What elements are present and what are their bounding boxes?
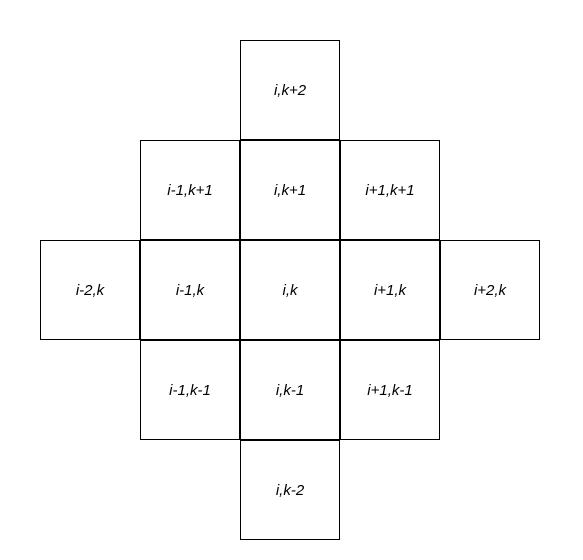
cell-label: i-1,k <box>175 281 205 299</box>
cell-label: i,k-2 <box>275 481 305 499</box>
cell-iminus2-k: i-2,k <box>40 240 140 340</box>
cell-label: i+1,k-1 <box>367 381 413 399</box>
cell-i-kplus2: i,k+2 <box>240 40 340 140</box>
cell-label: i,k+2 <box>273 81 307 99</box>
cell-label: i-1,k+1 <box>167 181 213 199</box>
cell-label: i-2,k <box>75 281 105 299</box>
cell-iminus1-kplus1: i-1,k+1 <box>140 140 240 240</box>
cell-i-kminus2: i,k-2 <box>240 440 340 540</box>
cell-iplus1-kminus1: i+1,k-1 <box>340 340 440 440</box>
cell-iplus1-kplus1: i+1,k+1 <box>340 140 440 240</box>
cell-i-kplus1: i,k+1 <box>240 140 340 240</box>
cell-iminus1-k: i-1,k <box>140 240 240 340</box>
cell-label: i+1,k <box>373 281 407 299</box>
cell-i-kminus1: i,k-1 <box>240 340 340 440</box>
cell-label: i,k+1 <box>273 181 307 199</box>
cell-i-k: i,k <box>240 240 340 340</box>
cell-iplus1-k: i+1,k <box>340 240 440 340</box>
cell-label: i,k-1 <box>275 381 305 399</box>
cell-label: i+1,k+1 <box>365 181 415 199</box>
cell-label: i+2,k <box>473 281 507 299</box>
cell-label: i-1,k-1 <box>169 381 211 399</box>
cell-label: i,k <box>282 281 298 299</box>
cell-iminus1-kminus1: i-1,k-1 <box>140 340 240 440</box>
cell-iplus2-k: i+2,k <box>440 240 540 340</box>
